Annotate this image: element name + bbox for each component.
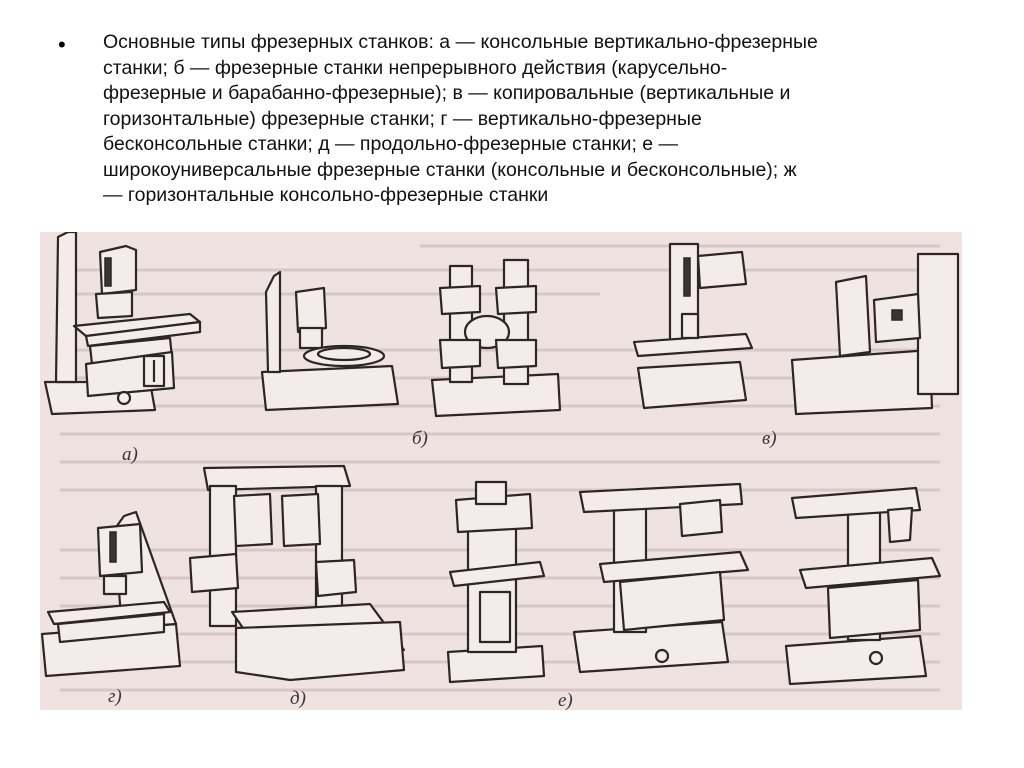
machine-zh (784, 486, 942, 686)
milling-machines-figure: а) б) (40, 232, 962, 710)
caption-block: • Основные типы фрезерных станков: а — к… (58, 30, 978, 209)
machine-v-horizontal (790, 252, 960, 416)
machine-g (40, 510, 182, 678)
machine-e-console (446, 480, 546, 684)
machine-a (43, 232, 202, 416)
figure-label-g: г) (108, 686, 122, 707)
figure-caption: Основные типы фрезерных станков: а — кон… (103, 31, 818, 206)
figure-label-a: а) (122, 444, 138, 465)
figure-label-d: д) (290, 688, 306, 709)
machine-b (260, 270, 400, 412)
figure-label-v: в) (762, 428, 777, 449)
figure-label-b: б) (412, 428, 428, 449)
machine-e-bed (572, 482, 750, 674)
machine-v (632, 242, 754, 410)
figure-label-e: е) (558, 690, 573, 710)
bullet-icon: • (58, 32, 66, 57)
machine-b-drum (430, 258, 562, 418)
machine-d (188, 464, 406, 682)
